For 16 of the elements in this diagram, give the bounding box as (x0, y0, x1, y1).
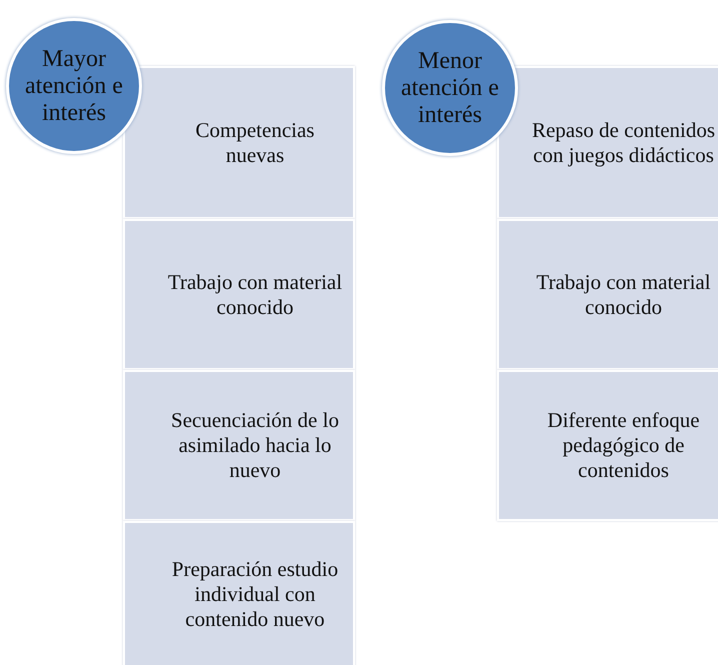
list-box (123, 521, 355, 665)
item-text: Trabajo con material conocido (166, 270, 344, 320)
header-text: Mayor atención e interés (24, 46, 124, 126)
item-text: Competencias nuevas (194, 118, 316, 168)
item-text: Diferente enfoque pedagógico de contenidos (546, 408, 701, 483)
list-box (497, 219, 718, 370)
list-box (497, 370, 718, 521)
item-text: Secuenciación de lo asimilado hacia lo nuevo (170, 408, 340, 483)
item-text: Repaso de contenidos con juegos didácticos (530, 118, 716, 168)
list-box (123, 370, 355, 521)
list-box (123, 66, 355, 219)
item-text: Preparación estudio individual con contenido nuevo (170, 556, 340, 632)
list-box (497, 66, 718, 219)
header-text: Menor atención e interés (400, 48, 500, 128)
list-box (123, 219, 355, 370)
item-text: Trabajo con material conocido (535, 270, 712, 320)
